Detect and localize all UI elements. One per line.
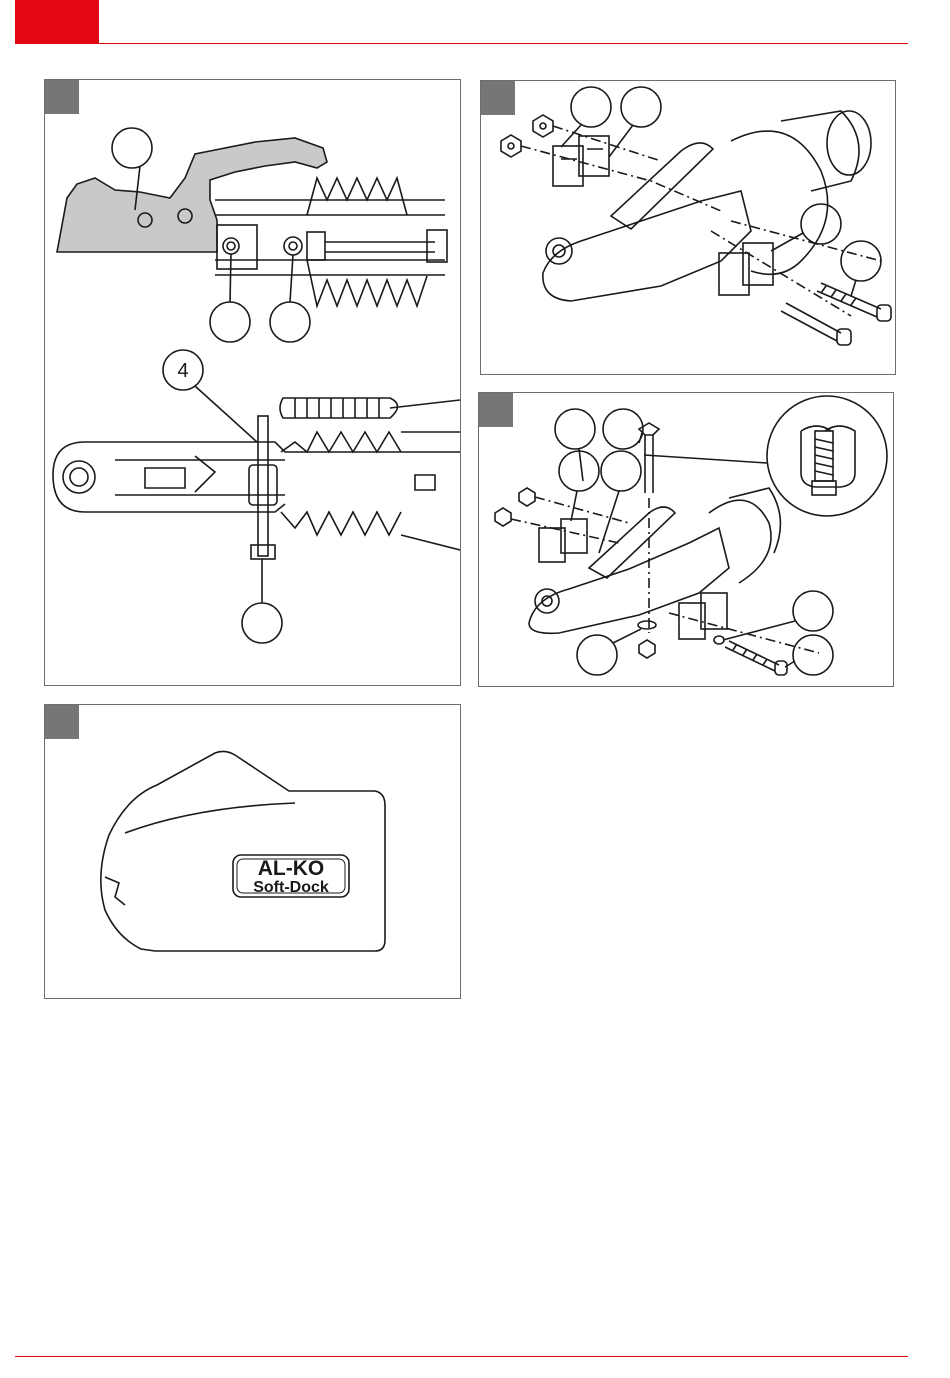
coupling-clip-illustration [479, 393, 894, 687]
logo-brand: AL-KO [258, 857, 325, 880]
figure-coupling-side-views: 4 [44, 79, 461, 686]
soft-dock-cover-illustration: AL-KO Soft-Dock [45, 705, 461, 999]
header-red-tab [15, 0, 99, 44]
callout-number: 4 [177, 360, 188, 382]
coupling-side-illustration: 4 [45, 80, 461, 686]
figure-coupling-exploded-view [480, 80, 896, 375]
coupling-exploded-illustration [481, 81, 896, 375]
figure-soft-dock-cover: AL-KO Soft-Dock [44, 704, 461, 999]
footer-rule [15, 1356, 908, 1357]
figure-coupling-exploded-view-with-clip [478, 392, 894, 687]
logo-product: Soft-Dock [253, 879, 329, 896]
header-rule [15, 43, 908, 44]
